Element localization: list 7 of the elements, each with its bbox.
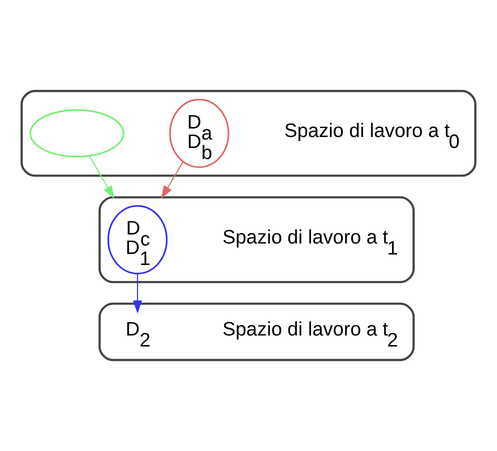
node-ellipse (30, 109, 124, 158)
cluster (98, 196, 415, 284)
cluster (20, 90, 476, 177)
arrow (132, 274, 142, 314)
arrow (161, 161, 184, 199)
cluster (98, 302, 415, 362)
arrow (88, 156, 114, 199)
